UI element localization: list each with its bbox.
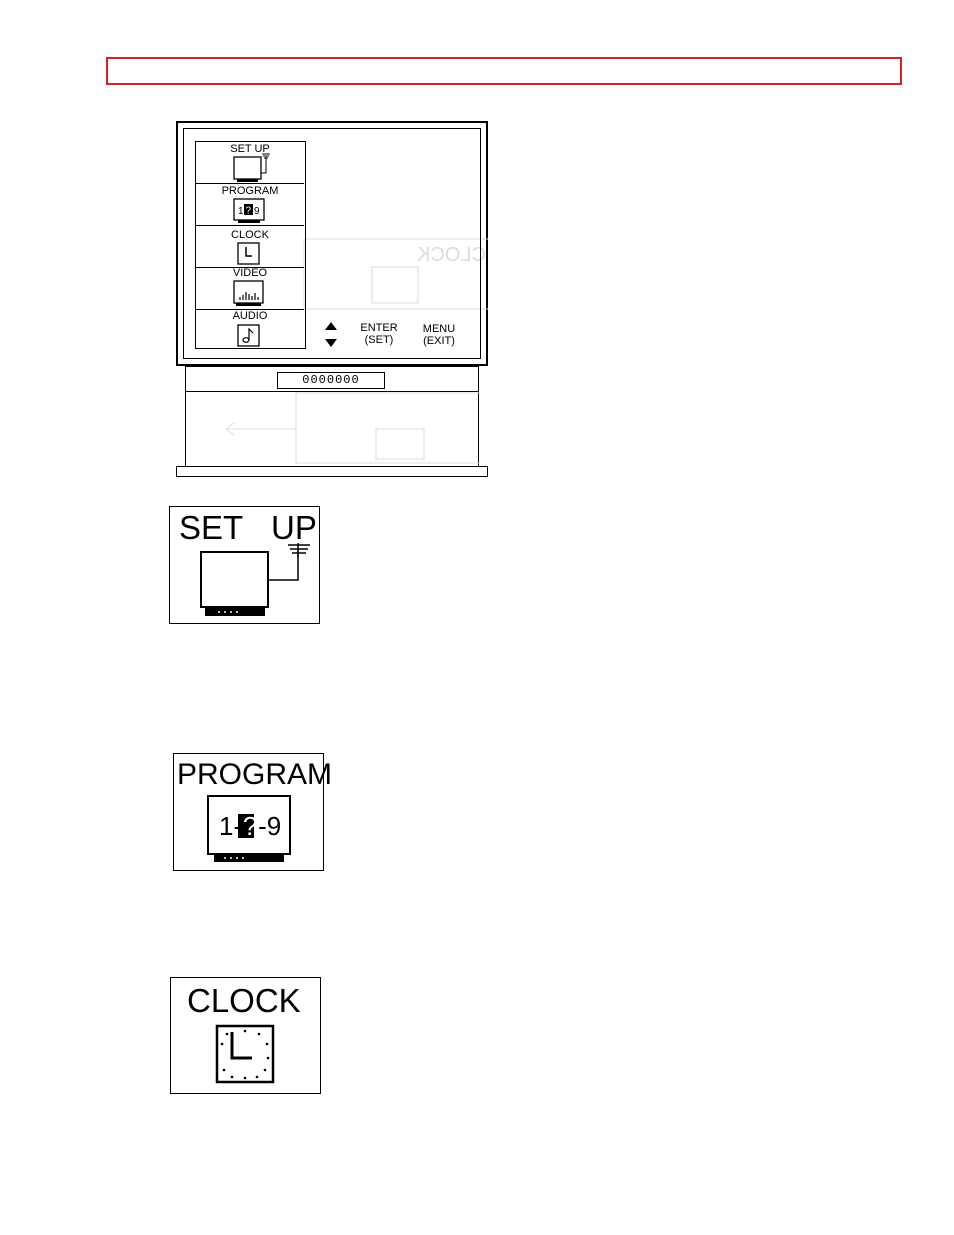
bleed-through-ghost: CLOCK	[303, 238, 488, 310]
program-title: PROGRAM	[177, 758, 333, 791]
channel-counter: 0000000	[277, 372, 385, 389]
menu-item-program[interactable]: PROGRAM 1 ? 9	[196, 184, 304, 226]
menu-item-label: PROGRAM	[221, 185, 279, 197]
menu-item-label: AUDIO	[232, 310, 268, 322]
program-digits: 1-?-9	[219, 811, 282, 841]
tv-antenna-icon	[200, 543, 310, 616]
svg-text:CLOCK: CLOCK	[416, 244, 486, 266]
music-note-icon	[237, 324, 260, 347]
menu-item-label: SET UP	[230, 143, 270, 155]
menu-item-setup[interactable]: SET UP	[196, 142, 304, 184]
tv-stand	[176, 466, 488, 477]
clock-icon-panel: CLOCK	[170, 977, 321, 1094]
svg-text:9: 9	[254, 206, 260, 217]
tv-antenna-icon	[233, 153, 270, 182]
setup-title-set: SET	[179, 509, 244, 546]
menu-item-video[interactable]: VIDEO	[196, 267, 304, 310]
program-number-icon: 1 ? 9	[233, 198, 265, 223]
main-menu: SET UP PROGRAM 1 ? 9	[195, 141, 306, 349]
menu-item-label: CLOCK	[231, 229, 269, 241]
clock-icon	[215, 1024, 275, 1084]
svg-text:?: ?	[246, 206, 252, 217]
tv-control-band: 0000000	[185, 366, 479, 392]
program-icon-panel: PROGRAM 1-?-9	[173, 753, 332, 871]
clock-icon	[237, 242, 260, 265]
tv-cabinet	[185, 391, 480, 467]
menu-item-label: VIDEO	[232, 267, 268, 279]
video-levels-icon	[233, 280, 264, 306]
svg-text:1: 1	[238, 206, 244, 217]
menu-exit-label[interactable]: MENU (EXIT)	[422, 323, 456, 347]
header-bar	[106, 57, 902, 85]
setup-icon-panel: SET UP	[169, 506, 320, 624]
menu-item-audio[interactable]: AUDIO	[196, 310, 304, 352]
program-number-icon	[207, 795, 291, 862]
clock-title: CLOCK	[187, 982, 301, 1019]
tv-screen-figure: CLOCK SET UP PROGRAM 1	[176, 121, 488, 366]
setup-title-up: UP	[271, 509, 317, 546]
menu-item-clock[interactable]: CLOCK	[196, 226, 304, 268]
bleed-through-ghost	[225, 392, 480, 464]
tv-screen-inner: SET UP PROGRAM 1 ? 9	[183, 128, 481, 359]
up-down-arrows-icon[interactable]	[324, 322, 338, 348]
enter-set-label[interactable]: ENTER (SET)	[360, 322, 398, 346]
